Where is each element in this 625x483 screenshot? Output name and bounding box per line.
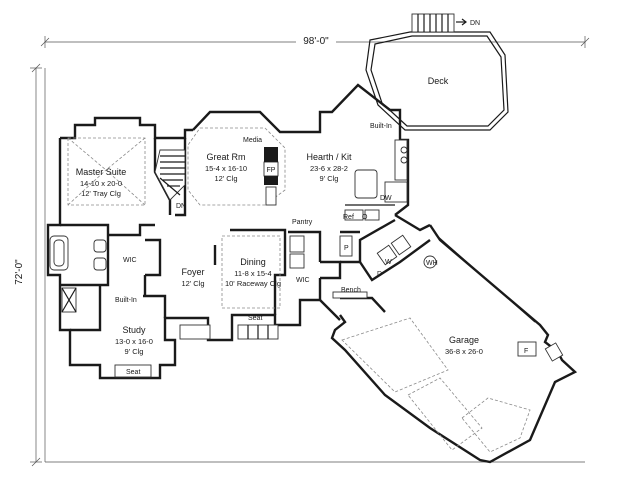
- foyer-name: Foyer: [181, 267, 204, 277]
- kitchen-fixtures: [344, 139, 408, 221]
- built-in-kitchen-label: Built-In: [370, 123, 392, 130]
- built-in-study-label: Built-In: [115, 297, 137, 304]
- deck: [365, 13, 509, 131]
- garage-size: 36-8 x 26-0: [445, 347, 483, 356]
- garage: [330, 224, 578, 464]
- dining-seat-label: Seat: [248, 315, 262, 322]
- dishwasher-label: DW: [380, 195, 392, 202]
- study-name: Study: [122, 325, 146, 335]
- dryer-label: D: [377, 271, 382, 278]
- study-seat-label: Seat: [126, 369, 140, 376]
- hearth-kitchen-ceiling: 9' Clg: [320, 174, 339, 183]
- dining-size: 11-8 x 15-4: [234, 269, 271, 278]
- dining-ceiling: 10' Raceway Clg: [225, 279, 281, 288]
- hall-wic-label: WIC: [296, 277, 310, 284]
- furnace-label: F: [524, 348, 528, 355]
- width-dimension: 98'-0": [303, 36, 329, 47]
- stairs: [154, 149, 186, 201]
- deck-name: Deck: [428, 76, 449, 86]
- deck-dn-label: DN: [470, 20, 480, 27]
- fireplace-label: FP: [267, 167, 276, 174]
- oven-label: O: [362, 214, 368, 221]
- laundry-fixtures: [289, 234, 437, 299]
- media-label: Media: [243, 137, 262, 144]
- great-room-size: 15-4 x 16-10: [205, 164, 247, 173]
- master-wic-label: WIC: [123, 257, 137, 264]
- foyer-ceiling: 12' Clg: [181, 279, 204, 288]
- bench-label: Bench: [341, 287, 361, 294]
- study-ceiling: 9' Clg: [125, 347, 144, 356]
- master-suite-ceiling: 12' Tray Clg: [81, 189, 121, 198]
- master-bath-fixtures: [49, 235, 107, 313]
- master-tray-ceiling: [67, 137, 146, 206]
- dining-name: Dining: [240, 257, 266, 267]
- refrigerator-label: Ref: [343, 214, 354, 221]
- garage-name: Garage: [449, 335, 479, 345]
- pantry-p-label: P: [344, 245, 349, 252]
- pantry-label: Pantry: [292, 219, 313, 226]
- dimension-lines: [30, 36, 590, 467]
- washer-label: W: [385, 259, 392, 266]
- hearth-kitchen-name: Hearth / Kit: [306, 152, 352, 162]
- master-suite-name: Master Suite: [76, 167, 127, 177]
- stair-dn-label: DN: [176, 203, 186, 210]
- depth-dimension: 72'-0": [14, 259, 25, 285]
- study-size: 13-0 x 16-0: [115, 337, 153, 346]
- water-heater-label: WH: [426, 260, 438, 267]
- great-room-ceiling: 12' Clg: [214, 174, 237, 183]
- great-room-name: Great Rm: [206, 152, 245, 162]
- master-suite-size: 14-10 x 20-0: [80, 179, 122, 188]
- hearth-kitchen-size: 23-6 x 28-2: [310, 164, 348, 173]
- seats: [114, 324, 279, 378]
